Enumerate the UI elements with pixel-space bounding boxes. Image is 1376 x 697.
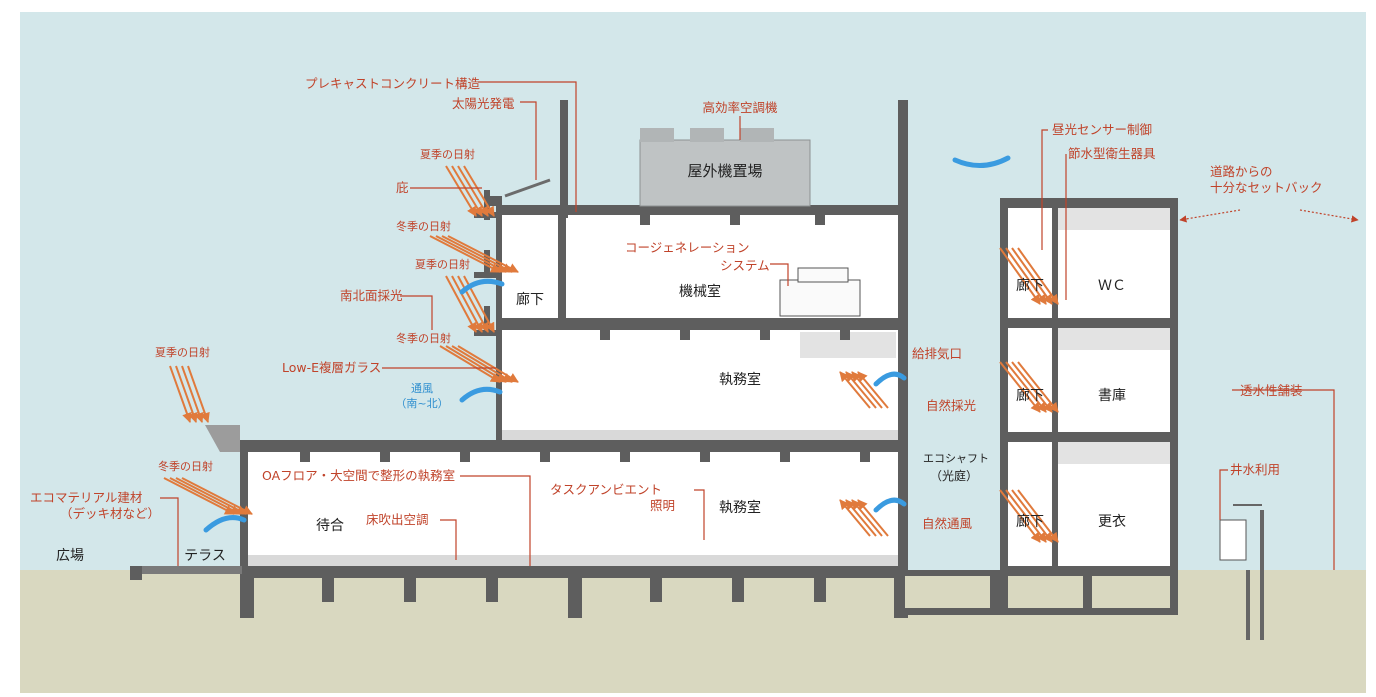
- sun-ray: [851, 499, 883, 537]
- room-machine: 機械室: [679, 283, 721, 300]
- label-floor-ac: 床吹出空調: [366, 512, 429, 527]
- room-waiting: 待合: [316, 518, 344, 534]
- sun-ray: [445, 275, 477, 333]
- label-setback-2: 十分なセットバック: [1210, 180, 1323, 195]
- label-cogen-2: システム: [720, 258, 770, 273]
- sun-ray: [463, 165, 495, 217]
- label-winter-sun-2: 冬季の日射: [396, 331, 451, 345]
- room-corridor-3f: 廊下: [516, 291, 544, 308]
- outdoor-units: [639, 128, 811, 207]
- label-air-vent: 給排気口: [912, 346, 962, 361]
- sun-arrows: [163, 165, 1059, 543]
- room-outdoor-units: 屋外機置場: [687, 162, 762, 180]
- label-eco-material-2: （デッキ材など）: [60, 506, 160, 521]
- room-corridor-r3: 廊下: [1016, 277, 1044, 294]
- sun-ray: [445, 165, 477, 217]
- sun-ray: [441, 235, 513, 273]
- sun-ray: [857, 499, 889, 537]
- wind-arrows: [203, 155, 1011, 533]
- label-eco-shaft-2: （光庭）: [930, 468, 978, 483]
- label-ventilation-dir: （南~北）: [395, 397, 448, 410]
- label-summer-sun-1: 夏季の日射: [420, 147, 475, 161]
- room-corridor-r2: 廊下: [1016, 387, 1044, 404]
- room-corridor-r1: 廊下: [1016, 513, 1044, 530]
- label-low-e: Low-E複層ガラス: [282, 360, 381, 375]
- sun-ray: [845, 371, 877, 409]
- sun-ray: [845, 499, 877, 537]
- label-hvac: 高効率空調機: [702, 100, 778, 115]
- sun-ray: [839, 371, 871, 409]
- label-daylight-sensor: 昼光センサー制御: [1052, 122, 1152, 137]
- sun-ray: [1011, 247, 1053, 305]
- right-building: [895, 198, 1178, 615]
- room-office-1f: 執務室: [719, 499, 761, 516]
- sun-ray: [999, 247, 1041, 305]
- room-locker: 更衣: [1098, 514, 1126, 530]
- sun-ray: [457, 345, 519, 383]
- sun-ray: [1017, 361, 1059, 413]
- label-ventilation: 通風: [411, 382, 433, 395]
- sun-ray: [451, 275, 483, 333]
- sun-ray: [1005, 247, 1047, 305]
- sun-ray: [175, 365, 198, 423]
- sun-ray: [181, 365, 204, 423]
- sun-ray: [429, 235, 501, 273]
- label-winter-sun-3: 冬季の日射: [158, 459, 213, 473]
- sun-ray: [447, 235, 519, 273]
- room-plaza: 広場: [56, 548, 84, 564]
- sun-ray: [839, 499, 871, 537]
- room-terrace: テラス: [184, 548, 226, 564]
- label-task-ambient-1: タスクアンビエント: [550, 482, 662, 497]
- label-oa-floor: OAフロア・大空間で整形の執務室: [262, 468, 455, 483]
- leader-lines: [160, 81, 1359, 570]
- sun-ray: [999, 489, 1041, 543]
- label-water-saving: 節水型衛生器具: [1068, 146, 1156, 161]
- label-eco-material-1: エコマテリアル建材: [30, 490, 142, 505]
- sun-ray: [169, 477, 241, 515]
- sun-ray: [187, 365, 210, 423]
- label-natural-light: 自然採光: [926, 398, 976, 413]
- sun-ray: [451, 165, 483, 217]
- label-natural-wind: 自然通風: [922, 516, 973, 531]
- sun-ray: [1011, 489, 1053, 543]
- sun-ray: [851, 371, 883, 409]
- sun-ray: [457, 165, 489, 217]
- label-summer-sun-3: 夏季の日射: [155, 345, 210, 359]
- label-eave: 庇: [396, 180, 409, 195]
- sun-ray: [439, 345, 501, 383]
- label-precast: プレキャストコンクリート構造: [305, 76, 481, 91]
- sun-ray: [169, 365, 192, 423]
- sun-ray: [1005, 489, 1047, 543]
- sun-ray: [451, 345, 513, 383]
- sun-ray: [445, 345, 507, 383]
- sun-ray: [857, 371, 889, 409]
- sun-ray: [457, 275, 489, 333]
- label-winter-sun-1: 冬季の日射: [396, 219, 451, 233]
- room-wc: ＷＣ: [1098, 278, 1126, 294]
- label-task-ambient-2: 照明: [650, 498, 675, 513]
- label-solar: 太陽光発電: [452, 96, 515, 111]
- sun-ray: [999, 361, 1041, 413]
- sun-ray: [181, 477, 253, 515]
- label-setback-1: 道路からの: [1210, 164, 1273, 179]
- room-library: 書庫: [1098, 387, 1126, 404]
- label-cogen-1: コージェネレーション: [625, 240, 750, 255]
- sun-ray: [163, 477, 235, 515]
- sun-ray: [1011, 361, 1053, 413]
- sun-ray: [175, 477, 247, 515]
- sun-ray: [1017, 247, 1059, 305]
- sun-ray: [1017, 489, 1059, 543]
- label-summer-sun-2: 夏季の日射: [415, 257, 470, 271]
- sun-ray: [1005, 361, 1047, 413]
- label-well-water: 井水利用: [1230, 462, 1280, 477]
- sun-ray: [435, 235, 507, 273]
- room-office-2f: 執務室: [719, 371, 761, 388]
- label-north-south-light: 南北面採光: [340, 288, 403, 303]
- well: [1219, 504, 1264, 640]
- label-eco-shaft-1: エコシャフト: [923, 452, 989, 465]
